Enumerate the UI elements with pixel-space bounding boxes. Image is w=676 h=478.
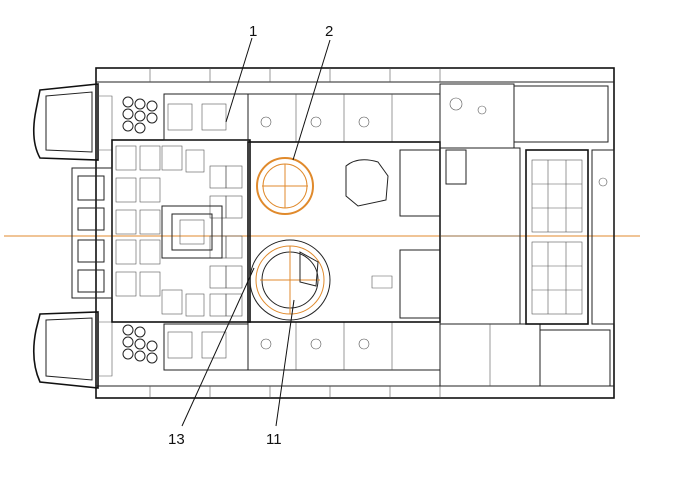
side-panels-bottom — [247, 321, 441, 371]
callout-2: 2 — [325, 23, 333, 40]
hatch-2 — [256, 157, 314, 215]
front-bumper-bottom — [32, 311, 113, 389]
armor-panels-top — [163, 93, 249, 141]
rear-equipment-top — [439, 83, 609, 149]
grenade-launchers-top — [122, 96, 158, 134]
side-panels-top — [247, 93, 441, 143]
radiator-grilles — [525, 149, 615, 325]
turret-front-block — [71, 139, 251, 323]
callout-13: 13 — [168, 431, 185, 448]
callout-1: 1 — [249, 23, 257, 40]
grenade-launchers-bottom — [122, 324, 158, 364]
hull-outline — [95, 67, 615, 399]
callout-11: 11 — [266, 431, 282, 448]
front-bumper-top — [32, 83, 113, 161]
turret-roof — [247, 141, 441, 323]
armor-panels-bottom — [163, 323, 249, 371]
callout-leaders — [181, 37, 331, 427]
hatch-11 — [249, 239, 331, 321]
rear-equipment-bottom — [439, 323, 611, 387]
